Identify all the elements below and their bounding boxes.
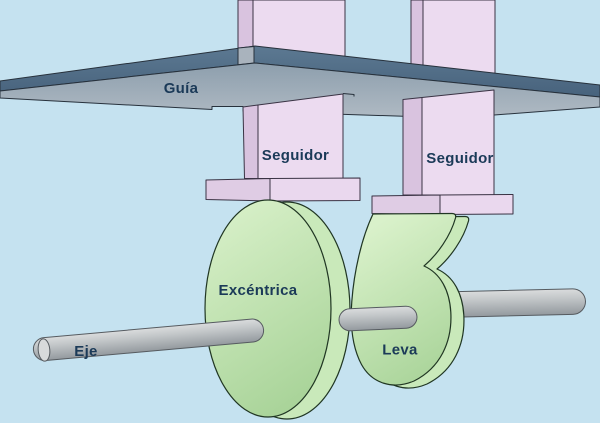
eccentric-disc-front (204, 199, 332, 418)
follower-left-foot (205, 177, 361, 202)
cam-body-front (350, 212, 457, 386)
follower-right-lower (402, 89, 495, 196)
follower-right-upper-side (410, 0, 424, 71)
follower-right-foot-front (439, 194, 514, 215)
follower-left-upper (237, 0, 346, 61)
follower-left-lower (242, 93, 344, 179)
shaft-middle-segment (338, 305, 418, 332)
label-follower-right: Seguidor (426, 150, 493, 167)
guide-plate-slot-ledge (342, 93, 355, 97)
label-cam: Leva (382, 342, 418, 359)
follower-left-lower-face (257, 93, 344, 179)
label-shaft: Eje (74, 343, 97, 360)
follower-left-lower-side (242, 104, 259, 179)
guide-plate-edge (0, 45, 600, 98)
follower-right-foot-side (371, 194, 441, 215)
follower-left-foot-side (205, 178, 271, 202)
shaft-left-tube (32, 318, 265, 362)
cam-body (350, 212, 470, 389)
eccentric-disc (204, 199, 351, 420)
shaft-left-segment (32, 318, 265, 362)
label-eccentric: Excéntrica (219, 282, 298, 299)
label-follower-left: Seguidor (262, 147, 329, 164)
shaft-end-cap (37, 338, 51, 362)
guide-plate-slot (237, 46, 255, 66)
label-guide: Guía (164, 80, 199, 97)
follower-left-foot-front (269, 177, 361, 202)
follower-right-lower-side (402, 97, 423, 196)
follower-right-upper (410, 0, 496, 81)
follower-left-upper-side (237, 0, 254, 55)
follower-right-lower-face (421, 89, 495, 196)
follower-right-foot (371, 194, 514, 215)
